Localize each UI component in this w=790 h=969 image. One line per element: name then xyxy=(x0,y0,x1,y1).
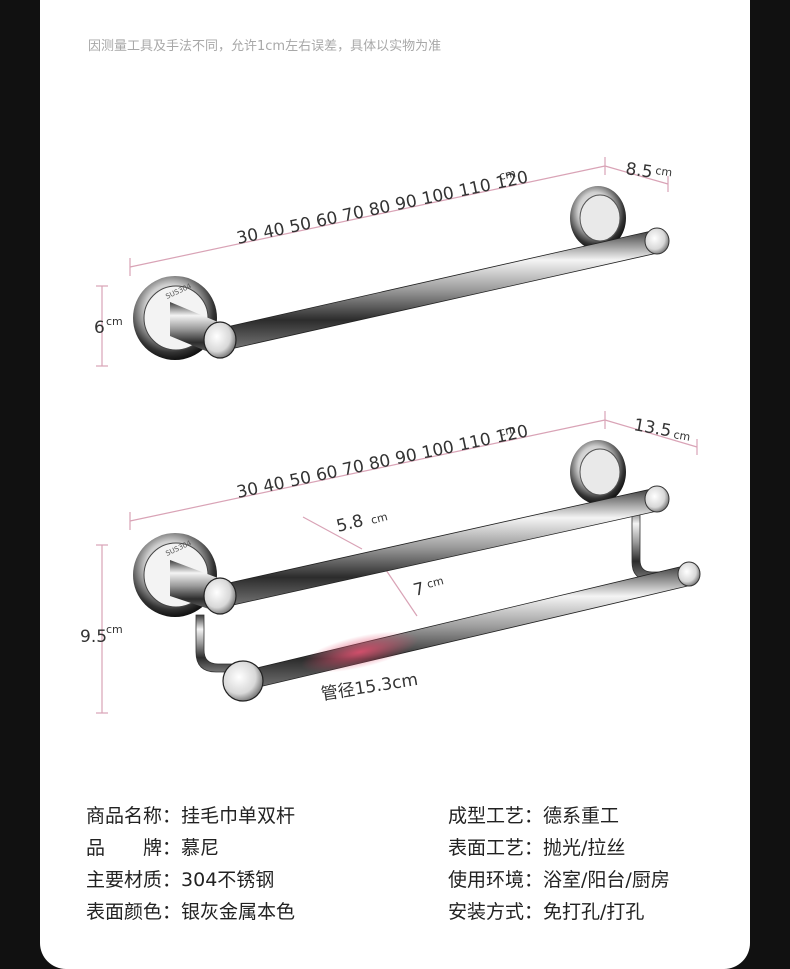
spec-value: 免打孔/打孔 xyxy=(543,901,645,923)
single-depth-line xyxy=(604,165,669,185)
spec-separator: ： xyxy=(524,805,544,827)
double-depth-line xyxy=(604,419,698,448)
single-depth-value: 8.5 xyxy=(624,159,654,183)
gap1-line xyxy=(302,516,363,550)
spec-label: 成型工艺 xyxy=(448,805,525,827)
double-length-scale: 30 40 50 60 70 80 90 100 110 120 xyxy=(235,421,530,502)
spec-row: 商品名称：挂毛巾单双杆 xyxy=(86,800,295,832)
single-bar-diagram: 30 40 50 60 70 80 90 100 110 120 cm 8.5 … xyxy=(94,157,673,367)
spec-separator: ： xyxy=(162,805,182,827)
spec-value: 304不锈钢 xyxy=(181,869,275,891)
spec-label: 表面颜色 xyxy=(86,901,163,923)
single-front-cap xyxy=(203,321,237,359)
single-length-line xyxy=(129,165,606,268)
spec-label: 表面工艺 xyxy=(448,837,525,859)
measurement-disclaimer: 因测量工具及手法不同，允许1cm左右误差，具体以实物为准 xyxy=(88,39,442,54)
spec-row: 主要材质：304不锈钢 xyxy=(86,864,274,896)
single-depth-unit: cm xyxy=(655,164,673,179)
spec-separator: ： xyxy=(162,837,182,859)
spec-label: 安装方式 xyxy=(448,901,525,923)
spec-label: 品 牌 xyxy=(86,837,163,859)
spec-value: 银灰金属本色 xyxy=(181,901,296,923)
spec-separator: ： xyxy=(524,869,544,891)
gap2-line xyxy=(385,569,418,617)
double-height-unit: cm xyxy=(106,623,123,636)
spec-row: 表面工艺：抛光/拉丝 xyxy=(448,832,625,864)
single-base-unit: cm xyxy=(106,315,123,328)
double-length-line xyxy=(129,419,606,522)
spec-label: 商品名称 xyxy=(86,805,163,827)
double-depth-unit: cm xyxy=(672,428,691,444)
spec-value: 挂毛巾单双杆 xyxy=(181,805,296,827)
single-length-unit: cm xyxy=(498,167,517,183)
product-card xyxy=(40,0,750,969)
spec-separator: ： xyxy=(524,901,544,923)
spec-separator: ： xyxy=(162,869,182,891)
spec-row: 安装方式：免打孔/打孔 xyxy=(448,896,644,928)
spec-row: 表面颜色：银灰金属本色 xyxy=(86,896,295,928)
spec-separator: ： xyxy=(524,837,544,859)
tube-diameter-label: 管径15.3cm xyxy=(320,670,420,705)
double-length-unit: cm xyxy=(498,423,517,439)
double-depth-value: 13.5 xyxy=(632,415,673,441)
single-length-scale: 30 40 50 60 70 80 90 100 110 120 xyxy=(235,167,530,248)
gap1-value: 5.8 xyxy=(334,511,365,537)
tube-highlight xyxy=(301,631,419,673)
spec-label: 主要材质 xyxy=(86,869,163,891)
spec-value: 慕尼 xyxy=(181,837,220,859)
spec-row: 使用环境：浴室/阳台/厨房 xyxy=(448,864,670,896)
single-base-value: 6 xyxy=(94,318,105,338)
single-rod xyxy=(221,229,663,351)
spec-row: 成型工艺：德系重工 xyxy=(448,800,619,832)
spec-label: 使用环境 xyxy=(448,869,525,891)
spec-row: 品 牌：慕尼 xyxy=(86,832,219,864)
spec-separator: ： xyxy=(162,901,182,923)
spec-value: 德系重工 xyxy=(543,805,620,827)
gap1-unit: cm xyxy=(370,510,389,527)
spec-value: 抛光/拉丝 xyxy=(543,837,626,859)
double-bar-diagram: 30 40 50 60 70 80 90 100 110 120 cm 13.5… xyxy=(80,411,701,714)
double-lower-cap xyxy=(222,660,264,702)
gap2-value: 7 xyxy=(411,579,426,601)
double-height-value: 9.5 xyxy=(80,627,107,647)
gap2-unit: cm xyxy=(426,574,445,591)
spec-value: 浴室/阳台/厨房 xyxy=(543,869,670,891)
